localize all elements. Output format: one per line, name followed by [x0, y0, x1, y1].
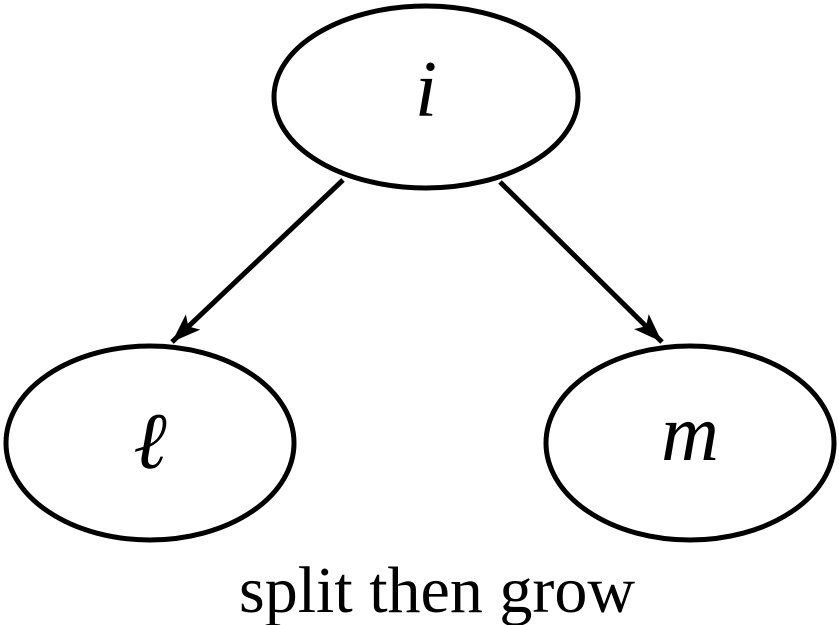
node-left-child-ellipse [3, 343, 297, 543]
node-right-child-label: m [661, 390, 719, 478]
diagram-caption: split then grow [239, 554, 635, 625]
node-right-child-ellipse [543, 343, 837, 543]
node-left-child-label: ℓ [133, 398, 166, 486]
node-root-ellipse [271, 3, 581, 191]
edge-root-to-right-arrow [498, 180, 664, 344]
node-root-label: i [415, 46, 437, 134]
edge-root-to-left-arrow [170, 178, 345, 344]
